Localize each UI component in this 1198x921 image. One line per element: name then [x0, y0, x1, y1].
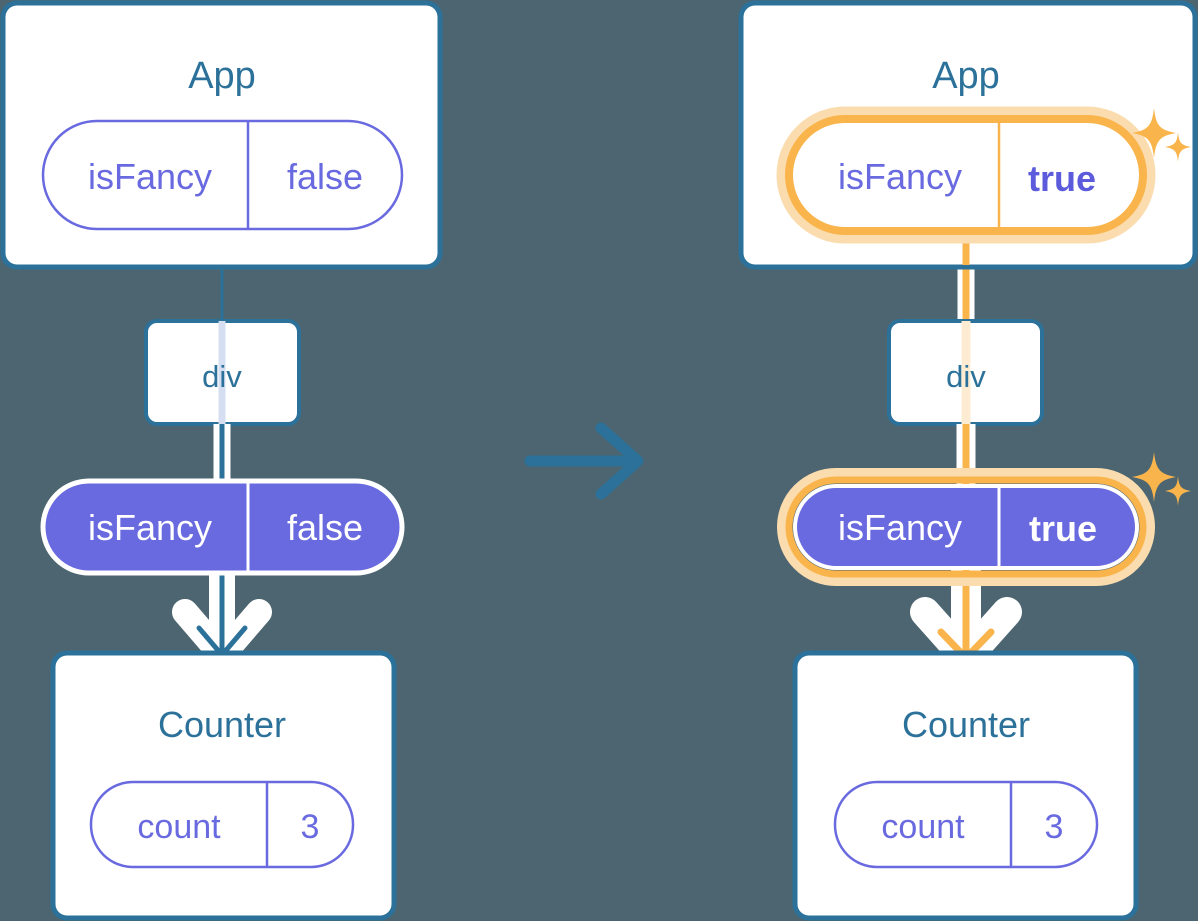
counter-pill-key-after: count — [881, 808, 965, 846]
app-pill-after[interactable]: isFancy true — [776, 106, 1156, 244]
app-pill-before[interactable]: isFancy false — [41, 119, 404, 231]
prop-pill-glow-after — [777, 468, 1155, 586]
counter-pill-value-after: 3 — [1045, 808, 1064, 846]
app-pill-key-before: isFancy — [88, 156, 212, 197]
sparkle-small-icon — [1165, 476, 1191, 506]
app-title-before: App — [188, 55, 256, 97]
app-title-after: App — [932, 55, 1000, 97]
div-label-before: div — [202, 359, 242, 394]
app-pill-glow-after — [776, 106, 1156, 244]
app-pill-value-after: true — [1028, 158, 1096, 199]
div-box-before — [144, 319, 301, 426]
counter-pill-before[interactable]: count 3 — [89, 780, 355, 869]
sparkle-group-app-pill — [1132, 108, 1191, 162]
app-pill-value-before: false — [287, 156, 363, 197]
prop-pill-before[interactable]: isFancy false — [40, 478, 405, 576]
div-label-after: div — [946, 359, 986, 394]
sparkle-large-icon — [1132, 108, 1176, 158]
counter-title-after: Counter — [902, 704, 1030, 745]
prop-pill-highlight-ring-after — [785, 476, 1147, 578]
counter-pill-value-before: 3 — [301, 808, 320, 846]
sparkle-small-icon — [1165, 132, 1191, 162]
counter-title-before: Counter — [158, 704, 286, 745]
app-pill-key-after: isFancy — [838, 156, 962, 197]
counter-pill-key-before: count — [137, 808, 221, 846]
transition-arrow-icon — [524, 422, 644, 500]
prop-pill-key-before: isFancy — [88, 507, 212, 548]
prop-pill-key-after: isFancy — [838, 507, 962, 548]
prop-pill-value-after: true — [1029, 508, 1097, 549]
prop-pill-value-before: false — [287, 507, 363, 548]
prop-pill-after[interactable]: isFancy true — [777, 468, 1155, 586]
counter-pill-after[interactable]: count 3 — [833, 780, 1099, 869]
sparkle-large-icon — [1132, 452, 1176, 502]
app-pill-highlight-ring-after — [785, 115, 1147, 235]
arrow-pill-to-counter-before — [172, 550, 272, 668]
sparkle-group-prop-pill — [1132, 452, 1191, 506]
